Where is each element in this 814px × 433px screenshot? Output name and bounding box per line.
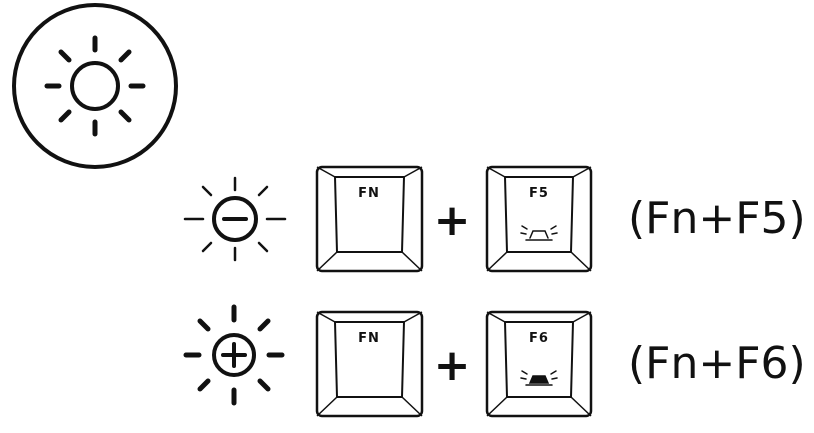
keyboard-backlight-dim-icon [520,225,558,241]
brightness-badge [12,3,178,169]
plus-sign: + [434,195,471,246]
shortcut-row-increase: FN + F6 (Fn+F6) [183,304,806,418]
fn-key-label: FN [358,186,380,201]
f6-key: F6 [485,310,593,418]
shortcut-text: (Fn+F5) [628,193,806,244]
f5-key: F5 [485,165,593,273]
brightness-increase-icon [183,304,285,406]
fn-key: FN [315,165,424,273]
fn-key: FN [315,310,424,418]
plus-sign: + [434,340,471,391]
fn-key-label: FN [358,331,380,346]
shortcut-text: (Fn+F6) [628,338,806,389]
sun-icon [44,35,146,137]
f5-key-label: F5 [529,186,549,201]
f6-key-label: F6 [529,331,549,346]
shortcut-row-decrease: FN + F5 (Fn+F5) [183,165,806,273]
brightness-decrease-icon [183,176,287,262]
keyboard-backlight-bright-icon [520,370,558,386]
badge-circle [12,3,178,169]
